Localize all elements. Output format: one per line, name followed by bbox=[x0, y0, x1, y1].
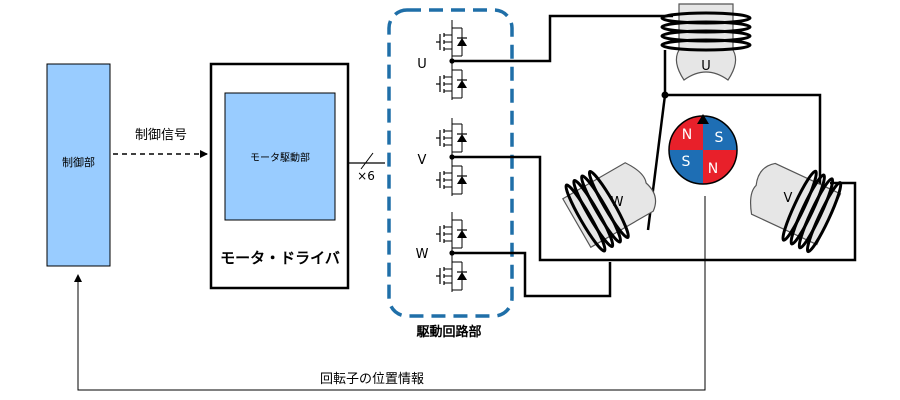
phase-w-wire bbox=[452, 251, 612, 298]
motor-drive-unit-label: モータ駆動部 bbox=[250, 151, 310, 164]
coil-w bbox=[562, 162, 657, 253]
phase-v-label: V bbox=[418, 153, 427, 168]
rotor-pole-3: S bbox=[682, 154, 691, 170]
motor-driver-block: モータ駆動部 モータ・ドライバ bbox=[209, 62, 350, 290]
rotor-pole-n-bottom bbox=[703, 150, 737, 184]
motor-drive-unit bbox=[224, 92, 336, 221]
rotor-position-marker bbox=[697, 114, 709, 124]
rotor-pole-s-top bbox=[703, 116, 737, 150]
rotor-pole-1: N bbox=[682, 127, 692, 143]
phase-w-label: W bbox=[416, 247, 429, 262]
control-signal-arrow: 制御信号 bbox=[113, 128, 208, 158]
coil-u: U bbox=[660, 3, 752, 81]
coil-u-label: U bbox=[701, 59, 711, 74]
coil-v bbox=[750, 162, 843, 254]
drive-circuit-title: 駆動回路部 bbox=[416, 324, 481, 340]
neutral-to-v-wire bbox=[665, 93, 822, 190]
rotor-position-feedback: 回転子の位置情報 bbox=[74, 196, 706, 391]
rotor-pole-4: N bbox=[708, 161, 718, 177]
motor-driver-title: モータ・ドライバ bbox=[220, 249, 340, 267]
coil-w-label: W bbox=[611, 195, 624, 210]
phase-w-half-bridge: W bbox=[416, 212, 468, 292]
phase-wiring bbox=[452, 14, 857, 298]
coil-v-label: V bbox=[784, 191, 793, 206]
rotor: N S S N bbox=[668, 114, 738, 185]
phase-u-label: U bbox=[417, 57, 427, 72]
phase-v-wire bbox=[452, 155, 857, 262]
rotor-pole-n-top bbox=[669, 116, 703, 150]
rotor-pole-2: S bbox=[715, 130, 724, 146]
control-signal-label: 制御信号 bbox=[135, 128, 187, 143]
drive-circuit-block: 駆動回路部 U V W bbox=[387, 8, 514, 340]
gate-signal-bus: ×6 bbox=[348, 152, 385, 183]
bus-multiplier: ×6 bbox=[357, 169, 375, 183]
controller-label: 制御部 bbox=[62, 155, 95, 169]
controller-block: 制御部 bbox=[46, 63, 111, 267]
phase-u-wire bbox=[452, 14, 673, 63]
neutral-point bbox=[661, 91, 669, 99]
feedback-label: 回転子の位置情報 bbox=[320, 372, 424, 387]
rotor-pole-s-bottom bbox=[669, 150, 703, 184]
